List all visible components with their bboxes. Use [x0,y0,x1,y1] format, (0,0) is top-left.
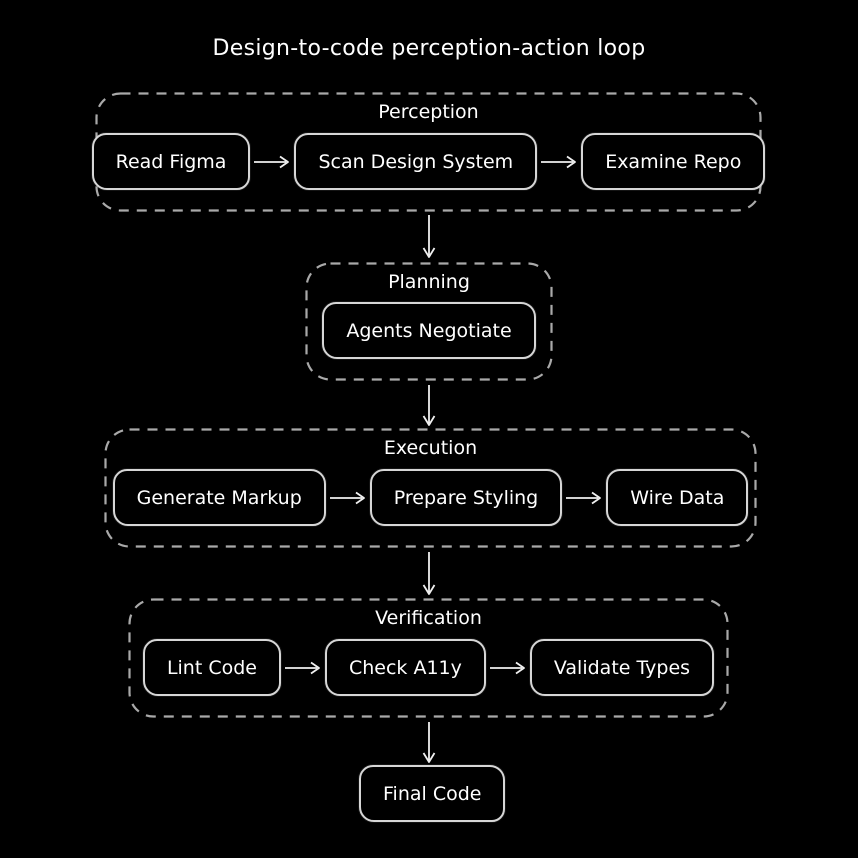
planning-node-row: Agents Negotiate [305,302,553,359]
group-label-perception: Perception [378,101,479,123]
arrow-down-icon [422,552,436,595]
group-execution: Execution Generate Markup Prepare Stylin… [104,428,757,548]
dashed-border [128,598,729,718]
arrow-right-icon [566,491,602,504]
diagram-title: Design-to-code perception-action loop [212,36,646,61]
group-label-verification: Verification [375,607,482,629]
node-scan-design-system: Scan Design System [294,133,538,190]
node-read-figma: Read Figma [91,133,251,190]
arrow-right-icon [489,661,525,674]
dashed-border [104,428,757,548]
node-prepare-styling: Prepare Styling [369,469,563,526]
node-examine-repo: Examine Repo [581,133,766,190]
node-check-a11y: Check A11y [324,639,486,696]
node-generate-markup: Generate Markup [112,469,326,526]
arrow-right-icon [284,661,320,674]
arrow-down-icon [422,722,436,763]
perception-node-row: Read Figma Scan Design System Examine Re… [91,133,766,190]
arrow-right-icon [254,155,290,168]
arrow-right-icon [329,491,365,504]
node-lint-code: Lint Code [142,639,281,696]
execution-node-row: Generate Markup Prepare Styling Wire Dat… [104,469,757,526]
node-agents-negotiate: Agents Negotiate [322,302,536,359]
arrow-down-icon [422,215,436,258]
group-perception: Perception Read Figma Scan Design System… [91,92,766,212]
group-planning: Planning Agents Negotiate [305,262,553,381]
verification-node-row: Lint Code Check A11y Validate Types [128,639,729,696]
dashed-border [305,262,553,381]
arrow-down-icon [422,385,436,426]
node-final-code: Final Code [359,765,506,822]
arrow-right-icon [541,155,577,168]
node-wire-data: Wire Data [606,469,749,526]
node-validate-types: Validate Types [529,639,715,696]
group-verification: Verification Lint Code Check A11y Valida… [128,598,729,718]
group-label-planning: Planning [388,271,470,293]
group-label-execution: Execution [383,437,478,459]
